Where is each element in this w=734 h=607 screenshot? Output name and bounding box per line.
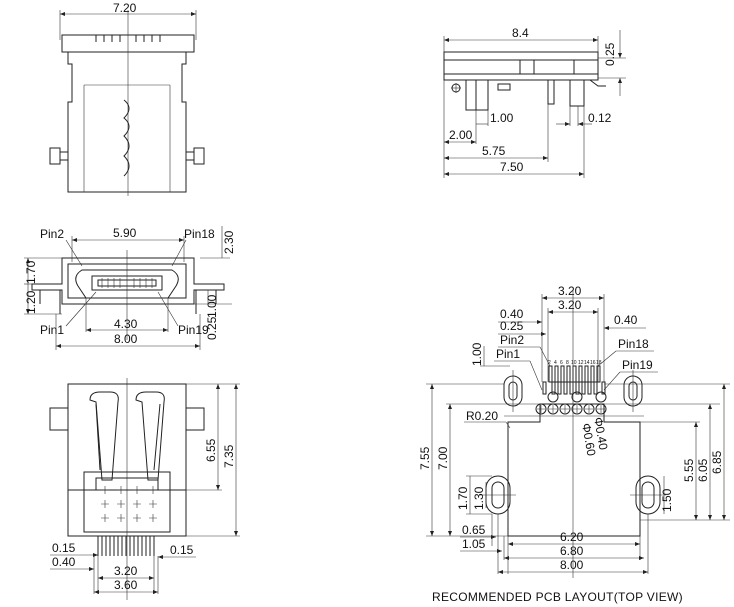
bottom-pins [97, 536, 155, 556]
bottom-view-d2: 0.40 [52, 555, 76, 569]
front-view-inner-width: 4.30 [114, 317, 138, 331]
bottom-view-w1: 3.20 [114, 564, 138, 578]
top-pin-slots [95, 35, 161, 42]
front-view-pin19-label: Pin19 [178, 323, 209, 337]
pcb-pin-number-0: 2 [548, 360, 551, 366]
pcb-w065: 0.65 [462, 523, 486, 537]
pcb-h755: 7.55 [418, 446, 432, 470]
pcb-h130: 1.30 [472, 486, 486, 510]
front-view-h1: 1.70 [24, 260, 38, 284]
pcb-h685: 6.85 [710, 450, 724, 474]
pcb-h700: 7.00 [436, 446, 450, 470]
pcb-hole2-label: Φ0.40 [591, 416, 611, 451]
pcb-radius-label: R0.20 [466, 409, 498, 423]
bottom-pin-crosses [101, 486, 157, 522]
front-view-pin2-label: Pin2 [40, 227, 64, 241]
side-view: 8.4 0.25 1.00 2.00 0.12 [443, 26, 626, 178]
pcb-w680: 6.80 [560, 544, 584, 558]
top-view: 7.20 [49, 1, 205, 196]
pcb-hole1-label: Φ0.60 [579, 422, 599, 457]
pcb-pin2-label: Pin2 [500, 333, 524, 347]
front-pin-row [101, 278, 153, 288]
side-view-dim-3: 2.00 [449, 128, 473, 142]
front-view-pin18-label: Pin18 [184, 227, 215, 241]
front-view-top-width: 5.90 [113, 226, 137, 240]
pcb-d040-left: 0.40 [500, 307, 524, 321]
bottom-view-w2: 3.60 [114, 578, 138, 592]
pcb-w620: 6.20 [560, 530, 584, 544]
pcb-pin18-label: Pin18 [618, 337, 649, 351]
pcb-pin-number-5: 12 [578, 360, 584, 366]
pcb-pin1-label: Pin1 [496, 347, 520, 361]
bottom-view: 6.55 7.35 0.15 0.40 0.15 3.20 3.60 [49, 378, 240, 600]
front-view-h3: 1.00 [205, 294, 219, 318]
side-view-length-label: 8.4 [512, 26, 529, 40]
pcb-pin-number-7: 16 [590, 360, 596, 366]
pcb-layout: 3.20 3.20 0.40 0.25 0.40 Pin2 Pin1 Pin18… [418, 284, 730, 604]
front-view-pin1-label: Pin1 [40, 323, 64, 337]
bottom-view-d1: 0.15 [52, 541, 76, 555]
side-view-dim-4: 5.75 [482, 144, 506, 158]
pcb-w-top1: 3.20 [558, 284, 582, 298]
pcb-w105: 1.05 [462, 537, 486, 551]
pcb-signal-holes [535, 391, 607, 415]
bottom-view-h1: 6.55 [204, 438, 218, 462]
pcb-pin-number-2: 6 [560, 360, 563, 366]
side-view-thickness-label: 0.25 [603, 42, 617, 66]
pcb-h150: 1.50 [660, 488, 674, 512]
pcb-pin-number-3: 8 [566, 360, 569, 366]
pcb-w-top2: 3.20 [558, 298, 582, 312]
pcb-d025: 0.25 [500, 319, 524, 333]
pcb-pin19-label: Pin19 [622, 358, 653, 372]
side-view-dim-1: 1.00 [490, 111, 514, 125]
side-view-dim-5: 7.50 [500, 160, 524, 174]
front-view: 5.90 Pin2 Pin18 2.30 1.70 1.2 [24, 226, 236, 350]
pcb-pin-number-1: 4 [554, 360, 557, 366]
pcb-pin-number-6: 14 [584, 360, 590, 366]
front-view-height: 2.30 [222, 230, 236, 254]
pcb-pin-number-8: 18 [596, 360, 602, 366]
pcb-w800: 8.00 [560, 558, 584, 572]
pcb-pin-numbers: 2 4 6 8 10 12 14 16 18 [548, 360, 602, 366]
pcb-caption: RECOMMENDED PCB LAYOUT(TOP VIEW) [432, 590, 683, 604]
pcb-h170: 1.70 [456, 486, 470, 510]
pcb-d040-right: 0.40 [614, 313, 638, 327]
pcb-h100: 1.00 [470, 342, 484, 366]
pcb-h555: 5.55 [682, 458, 696, 482]
bottom-view-h2: 7.35 [222, 444, 236, 468]
side-view-dim-2: 0.12 [588, 111, 612, 125]
front-view-total-width: 8.00 [114, 332, 138, 346]
pcb-pads [542, 365, 606, 395]
front-view-h4: 0.25 [205, 316, 219, 340]
pcb-pin-number-4: 10 [571, 360, 577, 366]
pcb-h605: 6.05 [696, 458, 710, 482]
top-view-width-label: 7.20 [113, 1, 137, 15]
front-view-h2: 1.20 [24, 290, 38, 314]
bottom-view-d3: 0.15 [170, 543, 194, 557]
